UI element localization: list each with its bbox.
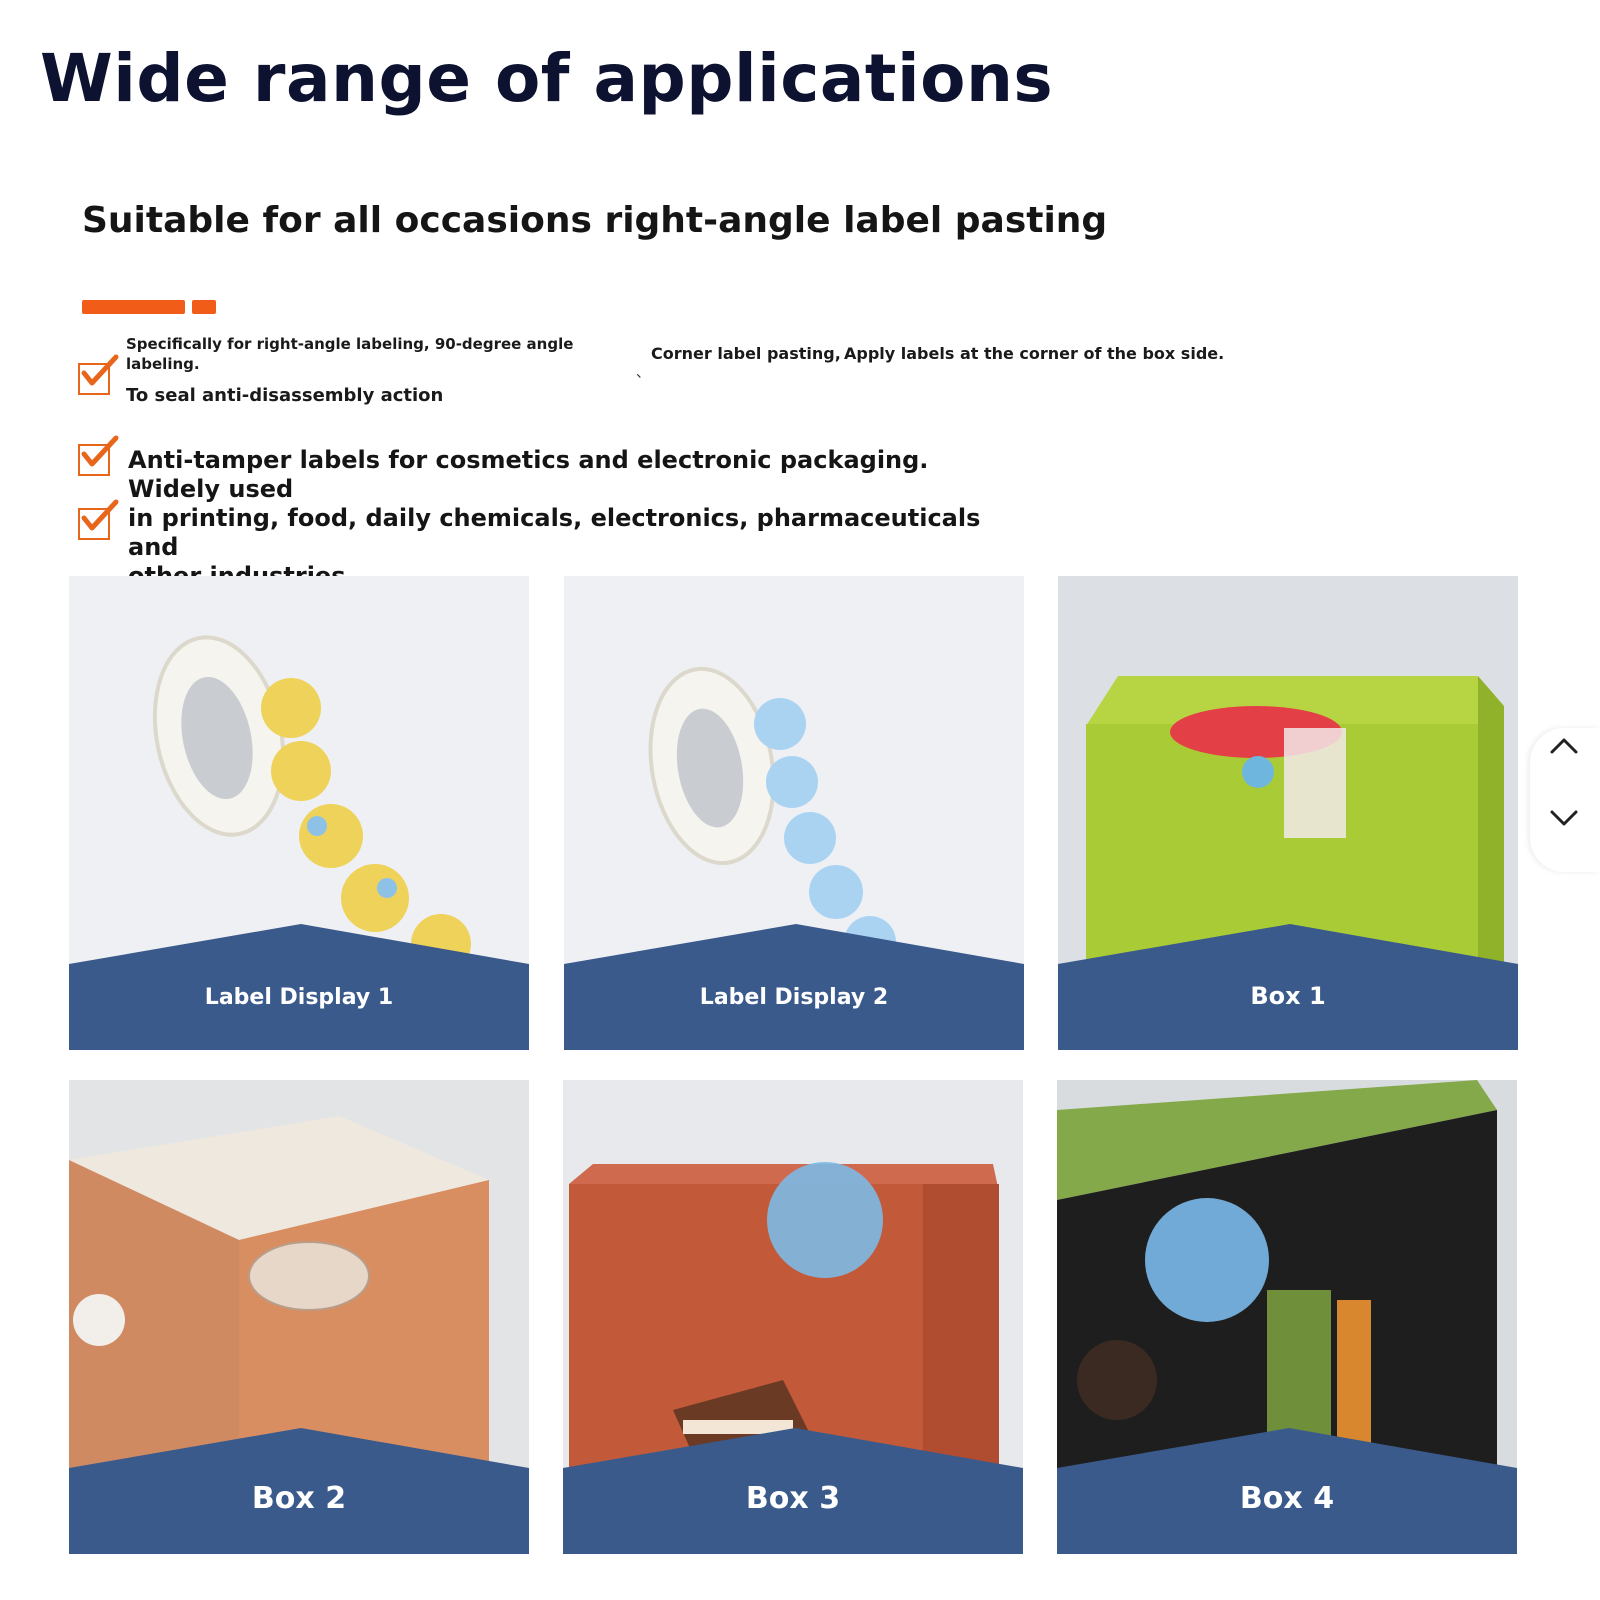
- page-title: Wide range of applications: [40, 40, 1054, 117]
- feature-right-angle-line2: labeling.: [126, 355, 200, 373]
- feature-anti-tamper-line2: in printing, food, daily chemicals, elec…: [128, 504, 981, 561]
- checkmark-icon: [78, 435, 119, 476]
- caption-band: [563, 1428, 1023, 1554]
- scroll-down-button[interactable]: [1546, 802, 1582, 832]
- card-caption: Box 2: [251, 1481, 347, 1516]
- caption-band: [69, 1428, 529, 1554]
- card-caption: Box 1: [1250, 982, 1326, 1010]
- gallery-card-box-4[interactable]: Box 4: [1057, 1080, 1517, 1554]
- scroll-controls: [1530, 728, 1600, 872]
- accent-bar-short: [192, 300, 216, 314]
- caption-band: [1057, 1428, 1517, 1554]
- feature-anti-tamper: Anti-tamper labels for cosmetics and ele…: [128, 446, 1028, 591]
- card-caption: Box 4: [1239, 1481, 1335, 1516]
- separator-mark: 、: [636, 365, 650, 381]
- chevron-down-icon: [1550, 810, 1578, 826]
- checkmark-icon: [78, 499, 119, 540]
- gallery-card-box-1[interactable]: Box 1: [1058, 576, 1518, 1050]
- scroll-up-button[interactable]: [1546, 732, 1582, 762]
- accent-bar-long: [82, 300, 185, 314]
- chevron-up-icon: [1550, 738, 1578, 754]
- caption-band: [69, 924, 529, 1050]
- feature-corner-text: Corner label pasting,: [651, 344, 841, 363]
- gallery-card-box-2[interactable]: Box 2: [69, 1080, 529, 1554]
- caption-band: [564, 924, 1024, 1050]
- checkmark-icon: [78, 354, 119, 395]
- card-caption: Label Display 1: [204, 985, 394, 1010]
- gallery-card-label-display-2[interactable]: Label Display 2: [564, 576, 1024, 1050]
- feature-seal-text: To seal anti-disassembly action: [126, 385, 444, 406]
- card-caption: Label Display 2: [699, 985, 889, 1010]
- gallery-card-label-display-1[interactable]: Label Display 1: [69, 576, 529, 1050]
- caption-band: [1058, 924, 1518, 1050]
- card-caption: Box 3: [745, 1481, 841, 1516]
- gallery-card-box-3[interactable]: Box 3: [563, 1080, 1023, 1554]
- page-subtitle: Suitable for all occasions right-angle l…: [82, 200, 1108, 241]
- feature-right-angle-line1: Specifically for right-angle labeling, 9…: [126, 335, 574, 353]
- feature-apply-text: Apply labels at the corner of the box si…: [844, 344, 1225, 363]
- feature-anti-tamper-line1: Anti-tamper labels for cosmetics and ele…: [128, 446, 929, 503]
